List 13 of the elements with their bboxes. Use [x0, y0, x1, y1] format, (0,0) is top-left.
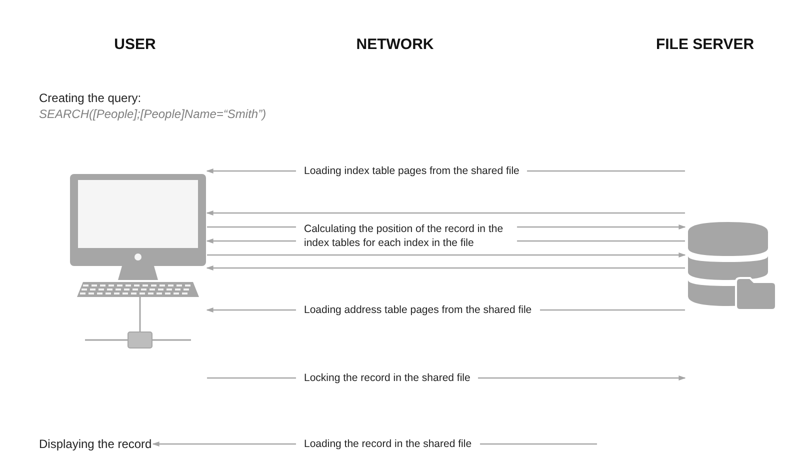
- edge-label: Loading the record in the shared file: [296, 437, 480, 451]
- edge-label: Loading index table pages from the shared file: [296, 164, 528, 178]
- arrow: [207, 252, 686, 258]
- column-heading: FILE SERVER: [656, 36, 754, 53]
- step-text: Creating the query:: [39, 91, 142, 105]
- step-text: Displaying the record: [39, 437, 152, 451]
- arrow: [206, 266, 685, 270]
- column-heading: NETWORK: [356, 36, 434, 53]
- edge-label: Loading address table pages from the shared file: [296, 303, 540, 317]
- arrow: [206, 210, 685, 216]
- edge-label: Locking the record in the shared file: [296, 371, 478, 385]
- column-heading: USER: [114, 36, 156, 53]
- query-code: SEARCH([People];[People]Name=“Smith”): [39, 107, 266, 121]
